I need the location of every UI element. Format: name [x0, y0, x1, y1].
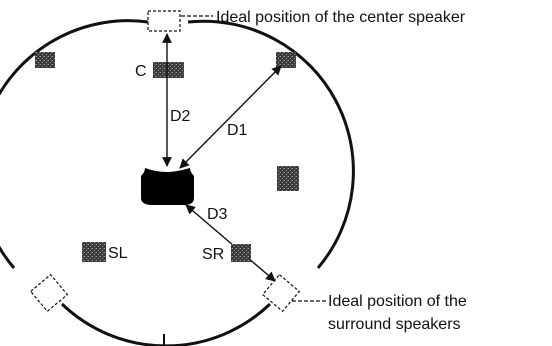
- ideal-surround-callout-line2: surround speakers: [328, 316, 461, 333]
- side-right-speaker: [277, 166, 299, 191]
- d1-arrow: [179, 65, 282, 169]
- listening-circle-arc-upper: [0, 19, 149, 269]
- d3-arrow: [185, 204, 276, 282]
- d1-label: D1: [227, 122, 248, 139]
- surround-right-speaker: [231, 244, 251, 262]
- listening-circle-arc-bottom: [60, 302, 272, 346]
- ideal-surround-callout-line1: Ideal position of the: [328, 293, 467, 310]
- front-left-speaker: [35, 52, 55, 68]
- ideal-center-callout: Ideal position of the center speaker: [216, 9, 466, 26]
- front-right-speaker: [276, 52, 296, 68]
- listener-seat: [141, 168, 194, 205]
- surround-left-speaker: [82, 242, 106, 262]
- d3-label: D3: [207, 206, 228, 223]
- surround-right-label: SR: [202, 246, 224, 263]
- ideal-surround-right-speaker: [261, 273, 301, 313]
- listening-circle-arc-right: [187, 19, 355, 269]
- d2-label: D2: [170, 108, 191, 125]
- center-speaker: [153, 62, 184, 78]
- ideal-center-speaker: [147, 10, 181, 32]
- surround-left-label: SL: [108, 245, 128, 262]
- center-speaker-label: C: [135, 63, 147, 80]
